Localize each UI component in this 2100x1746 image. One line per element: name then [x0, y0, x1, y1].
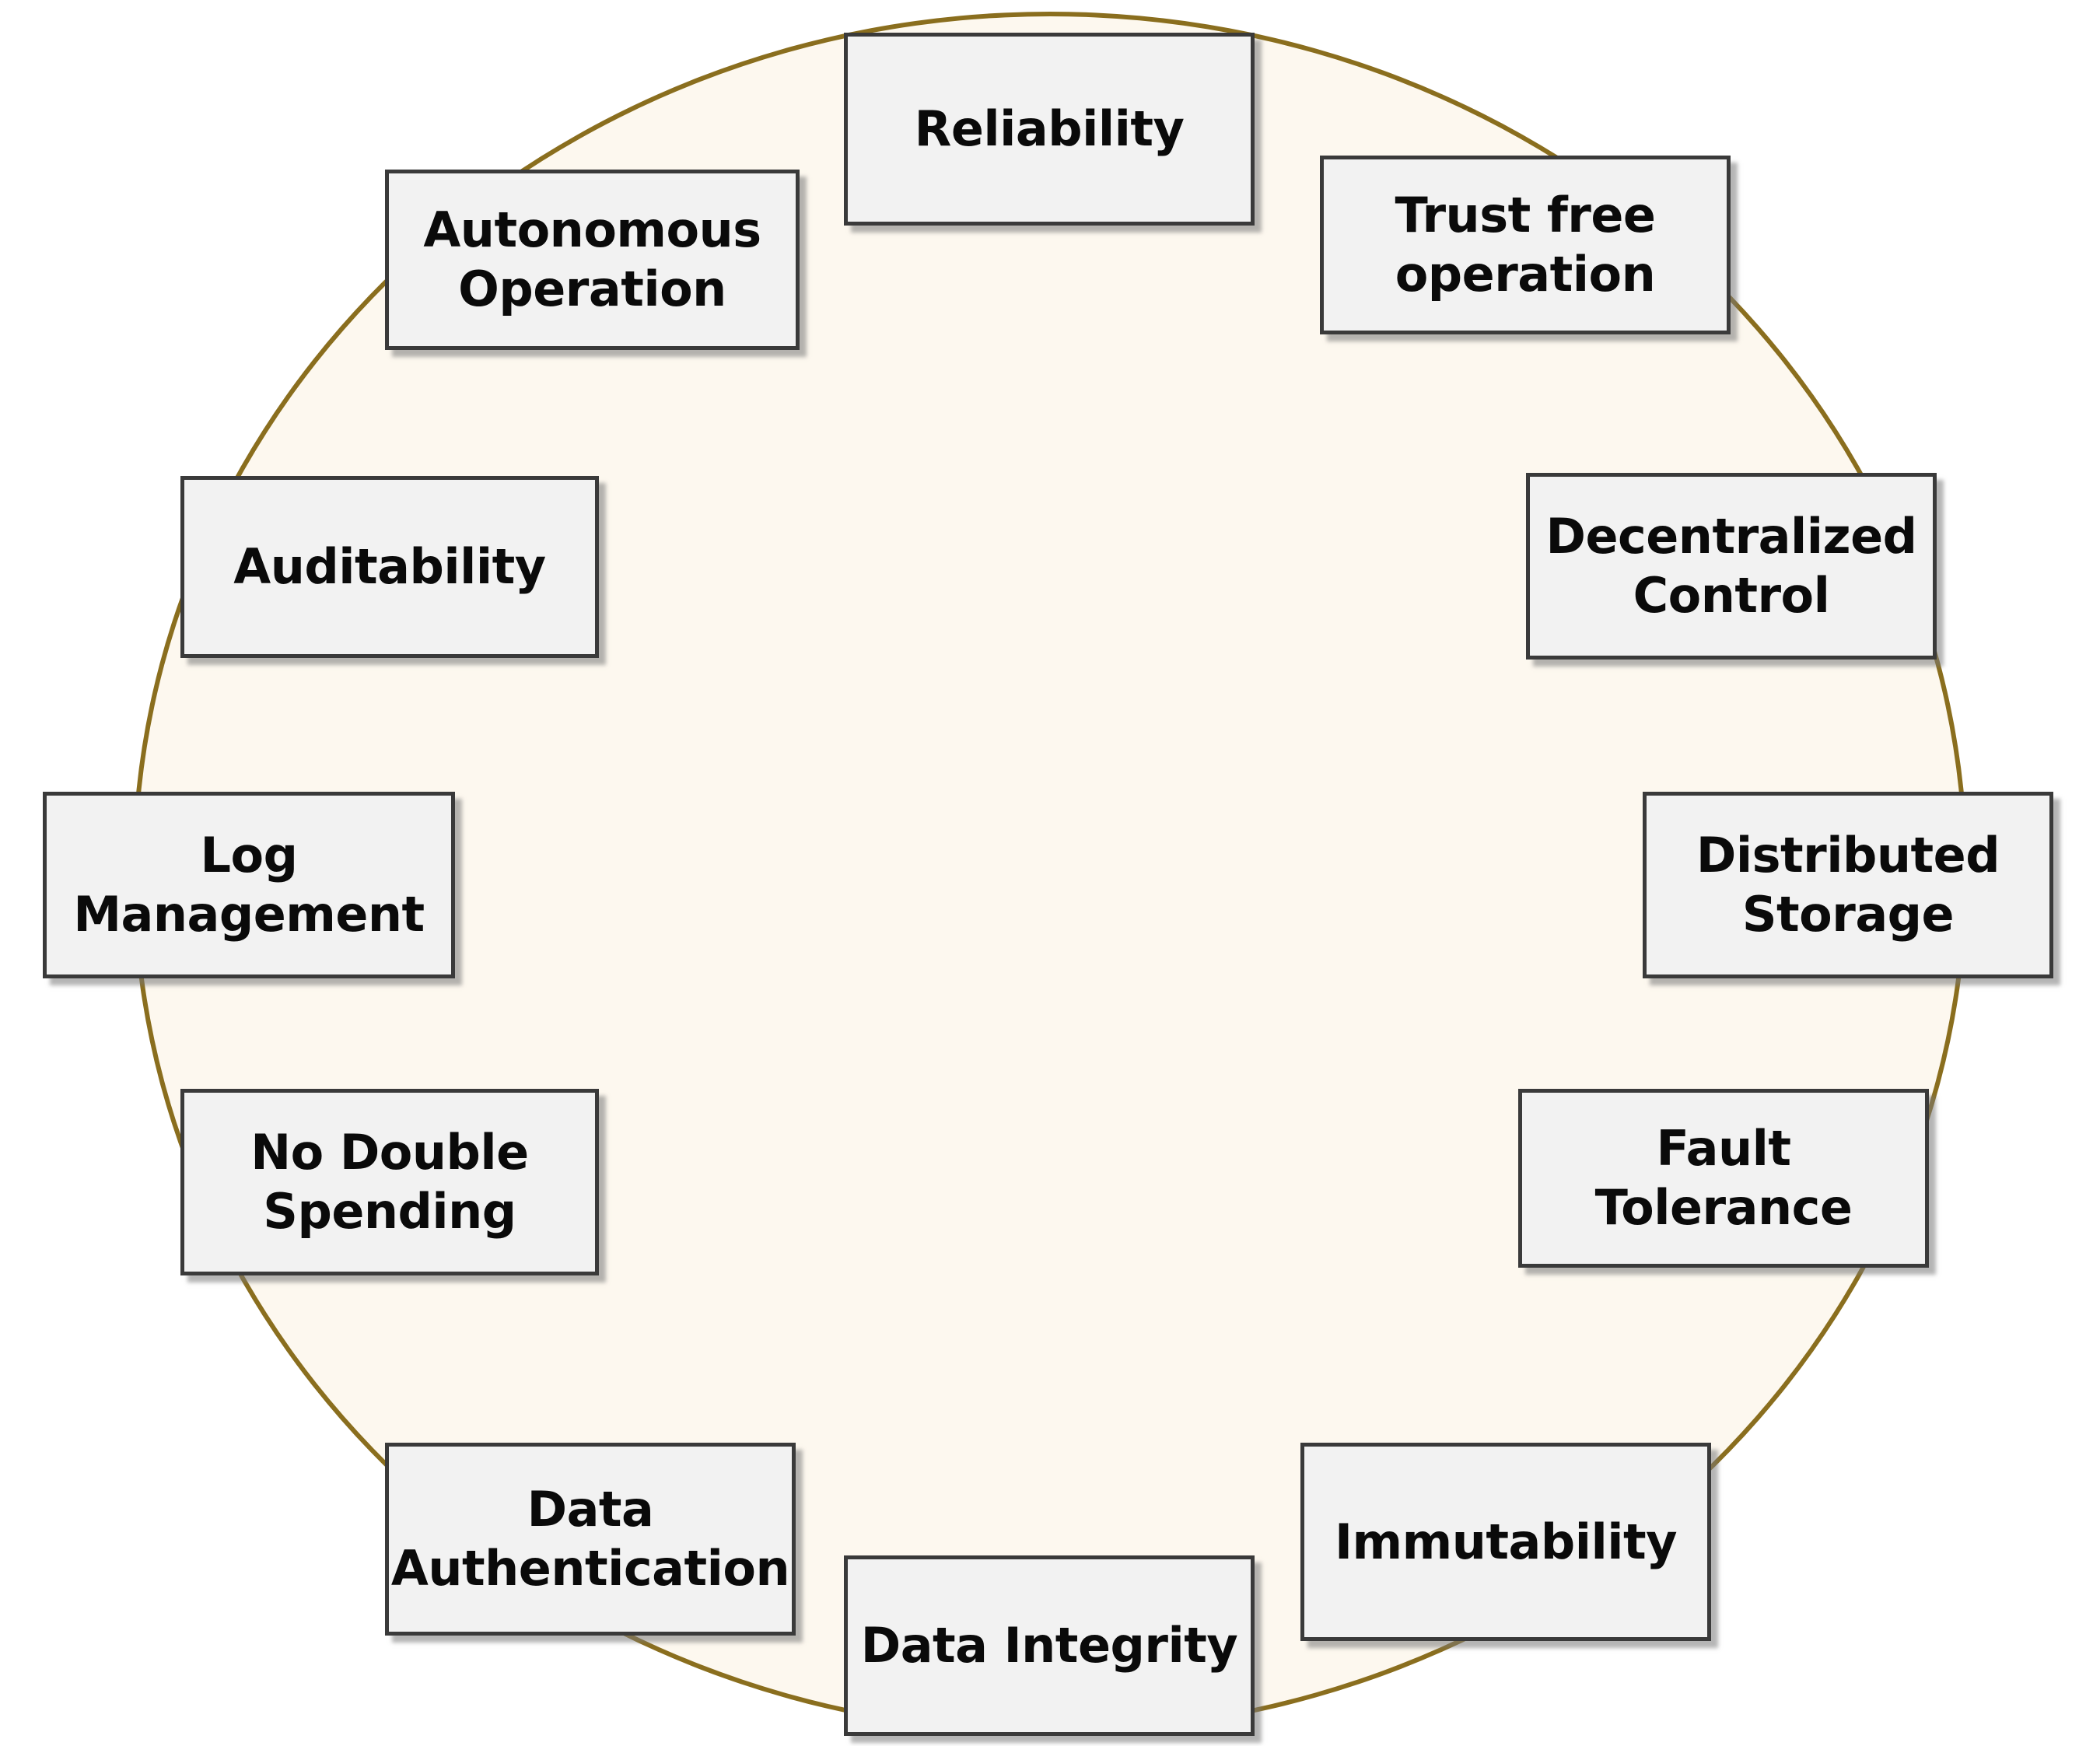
- node-auditability-label: Auditability: [233, 538, 546, 596]
- node-autonomous-operation[interactable]: Autonomous Operation: [385, 170, 800, 350]
- node-log-management[interactable]: Log Management: [43, 792, 455, 978]
- node-data-integrity-label: Data Integrity: [860, 1617, 1238, 1674]
- node-fault-tolerance[interactable]: Fault Tolerance: [1518, 1089, 1929, 1268]
- node-data-authentication[interactable]: Data Authentication: [385, 1443, 796, 1636]
- node-fault-tolerance-label: Fault Tolerance: [1594, 1120, 1853, 1236]
- node-distributed-storage-label: Distributed Storage: [1696, 827, 2000, 943]
- node-immutability[interactable]: Immutability: [1300, 1443, 1711, 1641]
- node-distributed-storage[interactable]: Distributed Storage: [1643, 792, 2053, 978]
- node-reliability[interactable]: Reliability: [844, 33, 1255, 226]
- node-no-double-spending[interactable]: No Double Spending: [180, 1089, 599, 1275]
- node-immutability-label: Immutability: [1334, 1513, 1678, 1570]
- node-auditability[interactable]: Auditability: [180, 476, 599, 658]
- node-trust-free-operation-label: Trust free operation: [1395, 187, 1656, 303]
- node-reliability-label: Reliability: [914, 100, 1185, 158]
- node-trust-free-operation[interactable]: Trust free operation: [1320, 156, 1731, 334]
- node-no-double-spending-label: No Double Spending: [250, 1124, 529, 1240]
- node-autonomous-operation-label: Autonomous Operation: [423, 201, 761, 317]
- node-decentralized-control-label: Decentralized Control: [1545, 508, 1917, 624]
- node-log-management-label: Log Management: [73, 827, 425, 943]
- node-data-integrity[interactable]: Data Integrity: [844, 1555, 1255, 1736]
- node-decentralized-control[interactable]: Decentralized Control: [1526, 473, 1937, 660]
- node-data-authentication-label: Data Authentication: [390, 1481, 790, 1597]
